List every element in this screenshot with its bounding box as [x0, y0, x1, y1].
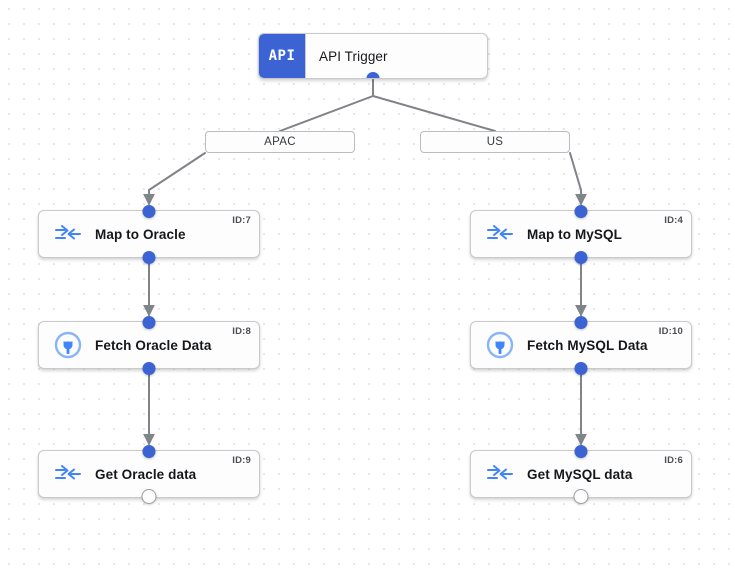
- plug-circle-icon: [485, 330, 515, 360]
- port-top[interactable]: [574, 204, 588, 218]
- merge-arrows-icon: [485, 459, 515, 489]
- node-id-badge: ID:8: [232, 326, 251, 337]
- port-top[interactable]: [142, 315, 156, 329]
- port-bottom[interactable]: [574, 250, 588, 264]
- merge-arrows-icon: [485, 219, 515, 249]
- plug-circle-icon: [53, 330, 83, 360]
- node-label: Fetch Oracle Data: [95, 337, 212, 353]
- edge-apac-to-map-oracle: [143, 152, 206, 206]
- branch-label-text: APAC: [264, 136, 296, 148]
- port-bottom[interactable]: [141, 488, 157, 504]
- merge-arrows-icon: [53, 459, 83, 489]
- node-map-to-mysql[interactable]: Map to MySQL ID:4: [470, 204, 692, 264]
- port-top[interactable]: [574, 444, 588, 458]
- port-top[interactable]: [142, 444, 156, 458]
- api-badge-icon: API: [259, 34, 306, 78]
- node-fetch-oracle-data[interactable]: Fetch Oracle Data ID:8: [38, 315, 260, 375]
- node-get-oracle-data[interactable]: Get Oracle data ID:9: [38, 444, 260, 504]
- node-id-badge: ID:9: [232, 455, 251, 466]
- node-label: Map to MySQL: [527, 226, 622, 242]
- node-label: Fetch MySQL Data: [527, 337, 648, 353]
- edge-trigger-to-apac: [279, 79, 374, 132]
- node-label: API Trigger: [319, 48, 388, 64]
- port-bottom[interactable]: [574, 361, 588, 375]
- node-fetch-mysql-data[interactable]: Fetch MySQL Data ID:10: [470, 315, 692, 375]
- edge-trigger-to-us: [372, 79, 496, 132]
- edge-us-to-map-mysql: [569, 152, 587, 206]
- port-top[interactable]: [574, 315, 588, 329]
- node-id-badge: ID:7: [232, 215, 251, 226]
- port-top[interactable]: [142, 204, 156, 218]
- port-bottom[interactable]: [573, 488, 589, 504]
- port-bottom[interactable]: [366, 71, 380, 78]
- node-map-to-oracle[interactable]: Map to Oracle ID:7: [38, 204, 260, 264]
- branch-label-apac[interactable]: APAC: [205, 131, 355, 153]
- branch-label-text: US: [486, 136, 504, 148]
- node-label: Get MySQL data: [527, 466, 633, 482]
- port-bottom[interactable]: [142, 361, 156, 375]
- node-id-badge: ID:4: [664, 215, 683, 226]
- node-id-badge: ID:6: [664, 455, 683, 466]
- node-api-trigger[interactable]: API API Trigger: [258, 33, 488, 79]
- port-bottom[interactable]: [142, 250, 156, 264]
- node-label: Map to Oracle: [95, 226, 186, 242]
- node-get-mysql-data[interactable]: Get MySQL data ID:6: [470, 444, 692, 504]
- node-label: Get Oracle data: [95, 466, 197, 482]
- merge-arrows-icon: [53, 219, 83, 249]
- node-id-badge: ID:10: [658, 326, 683, 337]
- branch-label-us[interactable]: US: [420, 131, 570, 153]
